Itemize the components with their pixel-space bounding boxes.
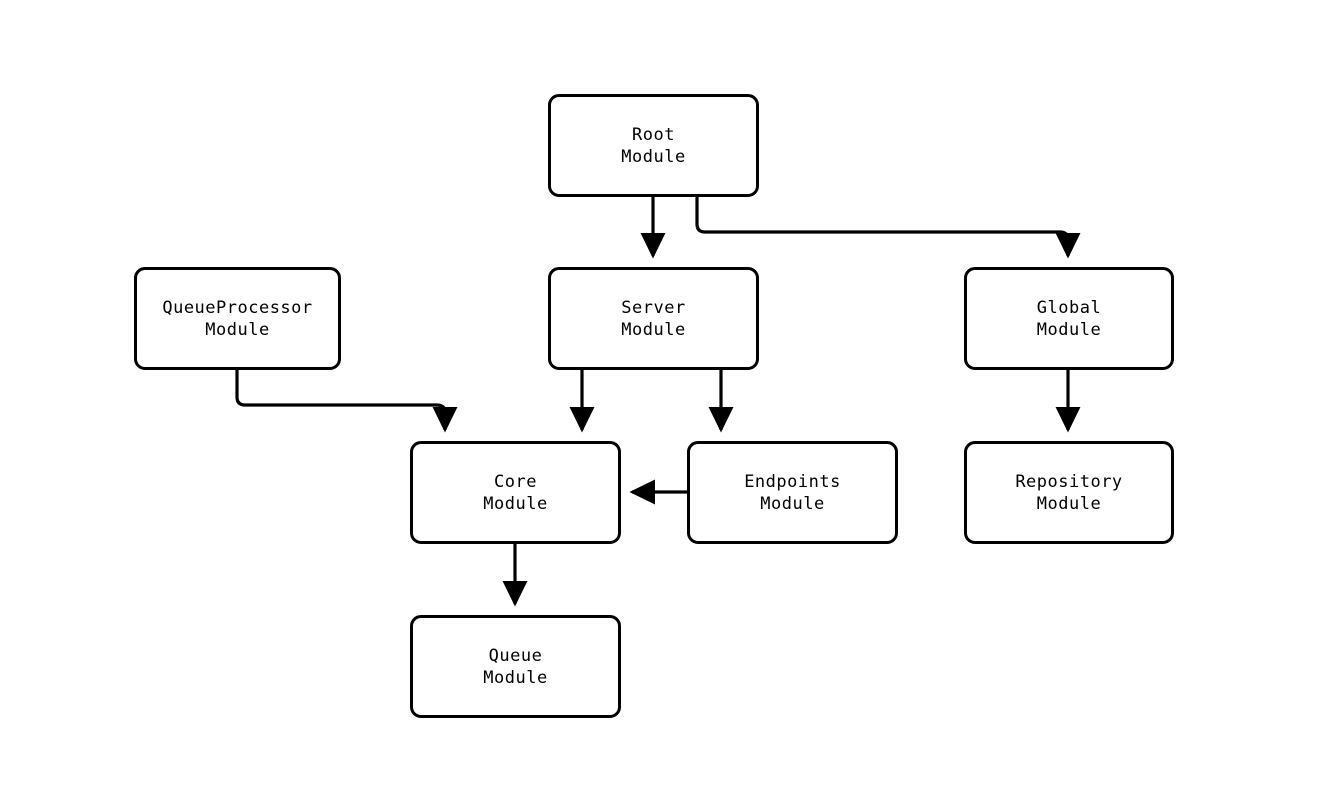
node-endpoints-module[interactable]: Endpoints Module — [687, 441, 898, 544]
node-endpoints-module-name: Endpoints — [744, 471, 841, 492]
node-server-module-suffix: Module — [621, 319, 686, 340]
node-global-module[interactable]: Global Module — [964, 267, 1174, 370]
node-queueprocessor-module[interactable]: QueueProcessor Module — [134, 267, 341, 370]
edge-root-to-global — [695, 197, 1081, 259]
node-queueprocessor-module-name: QueueProcessor — [162, 297, 313, 318]
node-queue-module-suffix: Module — [483, 667, 548, 688]
node-server-module-name: Server — [621, 297, 686, 318]
node-core-module-suffix: Module — [483, 493, 548, 514]
node-core-module-name: Core — [494, 471, 537, 492]
node-root-module-suffix: Module — [621, 146, 686, 167]
node-queueprocessor-module-suffix: Module — [205, 319, 270, 340]
node-repository-module-name: Repository — [1015, 471, 1123, 492]
node-queue-module[interactable]: Queue Module — [410, 615, 621, 718]
node-global-module-name: Global — [1036, 297, 1102, 318]
node-queue-module-name: Queue — [488, 645, 543, 666]
node-core-module[interactable]: Core Module — [410, 441, 621, 544]
node-repository-module-suffix: Module — [1036, 493, 1102, 514]
edge-queueprocessor-to-core — [235, 370, 458, 433]
node-root-module-name: Root — [632, 124, 675, 145]
node-root-module[interactable]: Root Module — [548, 94, 759, 197]
node-endpoints-module-suffix: Module — [760, 493, 825, 514]
node-global-module-suffix: Module — [1036, 319, 1102, 340]
node-repository-module[interactable]: Repository Module — [964, 441, 1174, 544]
node-server-module[interactable]: Server Module — [548, 267, 759, 370]
